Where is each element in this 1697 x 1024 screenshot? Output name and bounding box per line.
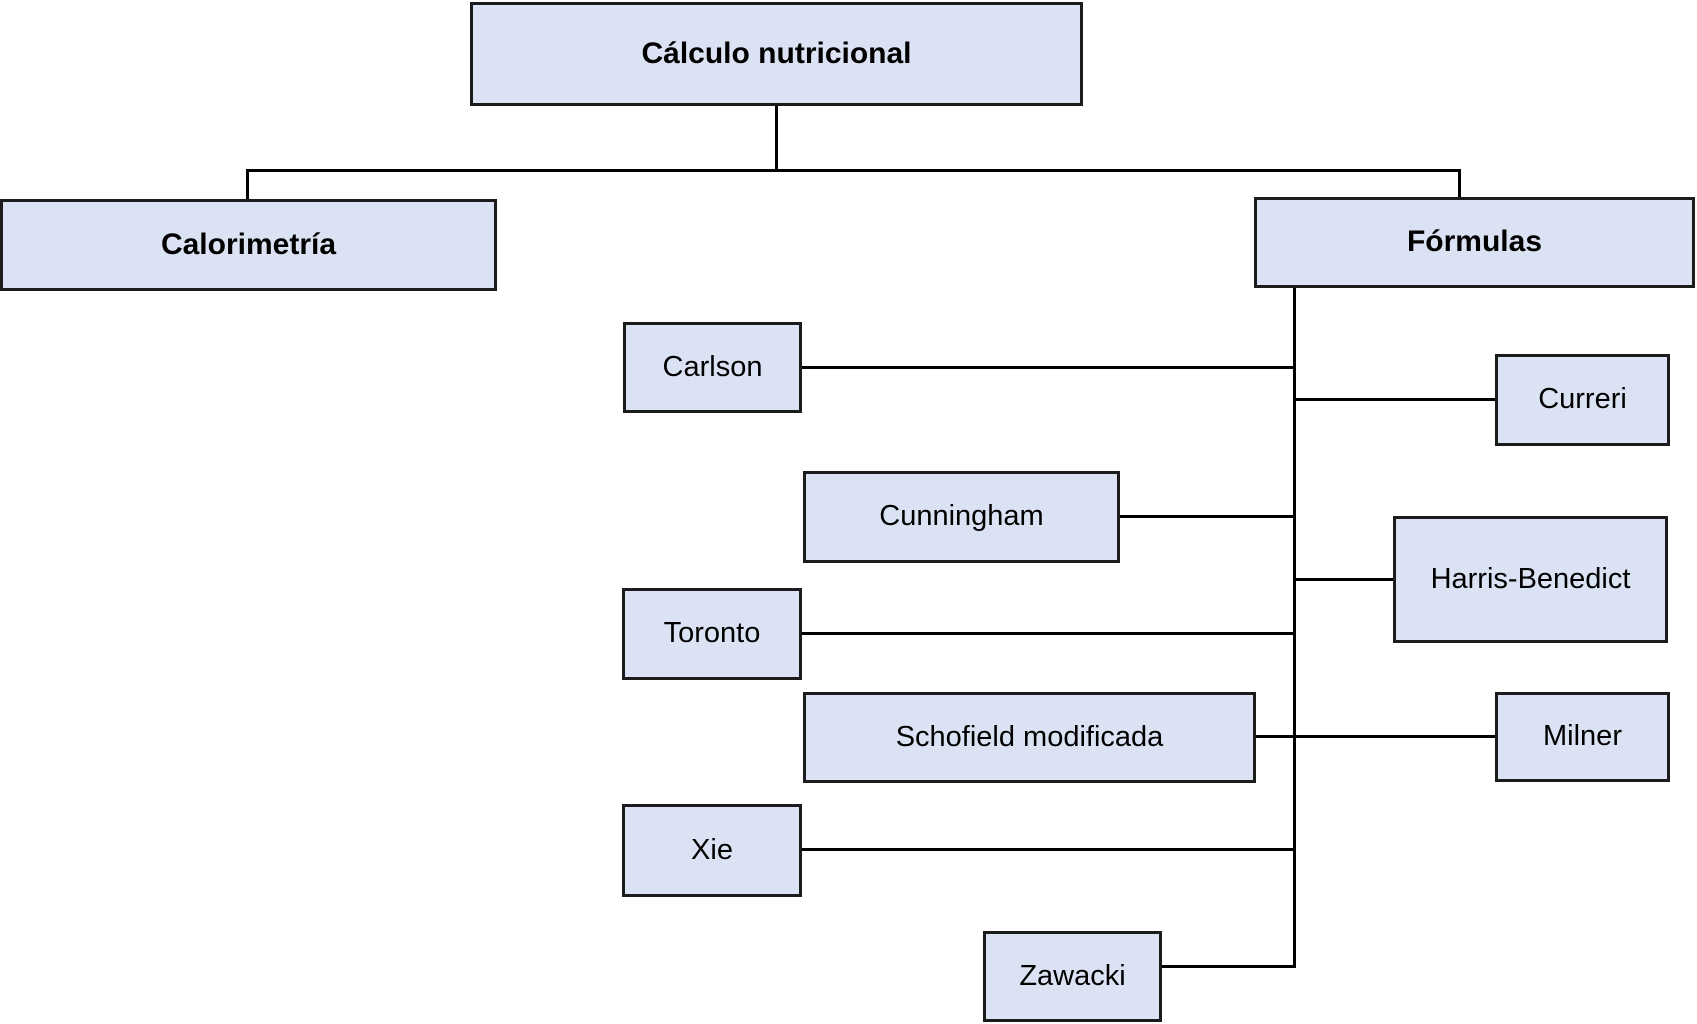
connector-harris-benedict — [1296, 578, 1393, 581]
connector-root-stem — [775, 106, 778, 172]
node-carlson: Carlson — [623, 322, 802, 413]
node-label: Calorimetría — [160, 227, 337, 261]
node-harris-benedict: Harris-Benedict — [1393, 516, 1668, 643]
node-label: Toronto — [663, 617, 761, 650]
connector-formulas-stem — [1458, 169, 1461, 197]
node-label: Cunningham — [879, 500, 1044, 533]
node-label: Curreri — [1538, 383, 1627, 416]
connector-carlson — [802, 366, 1293, 369]
node-label: Fórmulas — [1406, 225, 1543, 259]
connector-cunningham — [1120, 515, 1293, 518]
node-schofield-modificada: Schofield modificada — [803, 692, 1256, 783]
node-label: Milner — [1543, 720, 1622, 753]
node-cunningham: Cunningham — [803, 471, 1120, 563]
connector-zawacki — [1162, 965, 1293, 968]
node-milner: Milner — [1495, 692, 1670, 782]
connector-schofield-milner — [1256, 735, 1495, 738]
node-zawacki: Zawacki — [983, 931, 1162, 1022]
connector-formulas-trunk — [1293, 288, 1296, 968]
connector-toronto — [802, 632, 1293, 635]
connector-curreri — [1296, 398, 1495, 401]
connector-calorimetria-stem — [246, 169, 249, 199]
connector-level1-horizontal — [246, 169, 1461, 172]
node-label: Xie — [691, 833, 733, 866]
node-label: Schofield modificada — [895, 720, 1164, 753]
node-curreri: Curreri — [1495, 354, 1670, 446]
node-formulas: Fórmulas — [1254, 197, 1695, 288]
node-calorimetria: Calorimetría — [0, 199, 497, 291]
node-calculo-nutricional: Cálculo nutricional — [470, 2, 1083, 106]
node-label: Cálculo nutricional — [641, 36, 912, 70]
node-toronto: Toronto — [622, 588, 802, 680]
node-xie: Xie — [622, 804, 802, 897]
node-label: Zawacki — [1019, 959, 1126, 992]
connector-xie — [802, 848, 1293, 851]
node-label: Harris-Benedict — [1430, 562, 1631, 595]
node-label: Carlson — [662, 350, 763, 383]
